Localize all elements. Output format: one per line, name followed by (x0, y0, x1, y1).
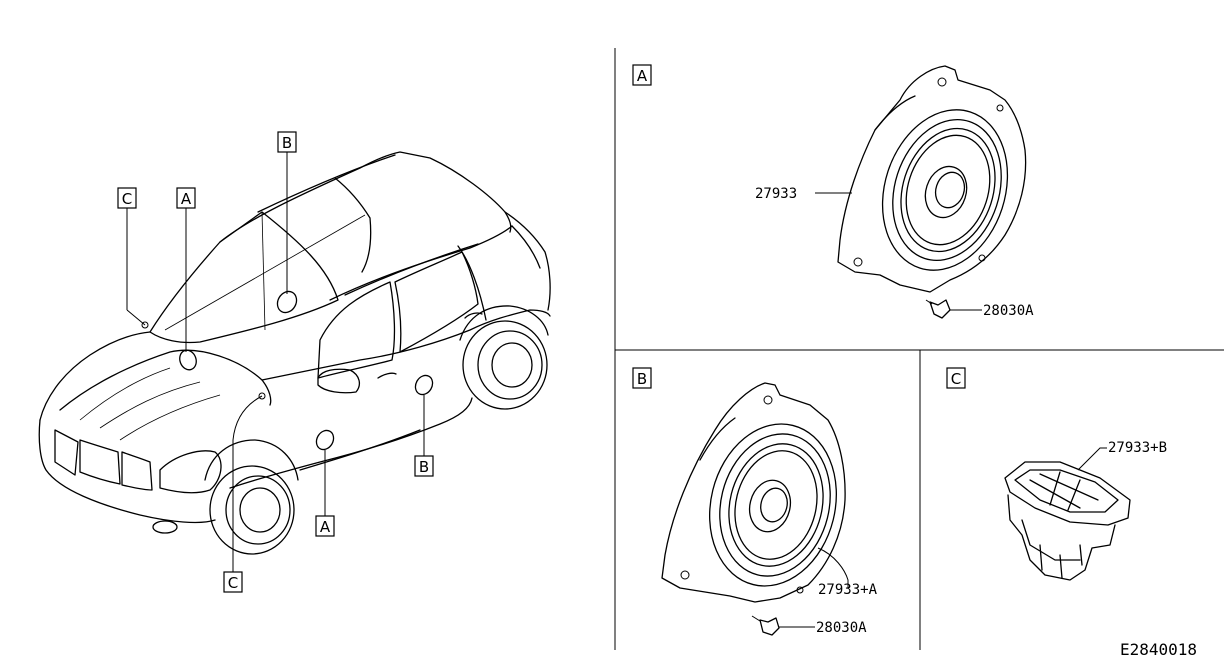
panel-b-tag: B (632, 367, 652, 389)
callout-c-bottom: C (223, 571, 243, 593)
panel-a-part-main: 27933 (755, 186, 797, 202)
svg-text:C: C (951, 370, 961, 388)
panel-a-speaker (837, 65, 1027, 293)
panel-a-screw (925, 299, 951, 319)
panel-a-tag: A (632, 64, 652, 86)
diagram-code: E2840018 (1120, 640, 1197, 659)
panel-c-leader-main (1077, 447, 1107, 471)
callout-b-top: B (277, 131, 297, 153)
callout-b-right: B (414, 455, 434, 477)
panel-c-tweeter (1004, 461, 1131, 581)
panel-b-part-screw: 28030A (816, 620, 867, 636)
svg-text:B: B (637, 370, 647, 388)
callout-a-left: A (176, 187, 196, 209)
svg-text:A: A (320, 518, 331, 536)
panel-a-part-screw: 28030A (983, 303, 1034, 319)
vehicle-illustration (38, 151, 551, 555)
panel-c-part-main: 27933+B (1108, 440, 1167, 456)
panel-dividers (614, 48, 1224, 650)
vehicle-leader-lines (126, 152, 425, 572)
callout-c-left: C (117, 187, 137, 209)
callout-a-bottom: A (315, 515, 335, 537)
panel-b-speaker (661, 382, 846, 603)
svg-text:C: C (228, 574, 238, 592)
panel-b-part-main: 27933+A (818, 582, 878, 598)
svg-text:B: B (419, 458, 429, 476)
svg-text:A: A (181, 190, 192, 208)
panel-b-screw (751, 615, 780, 636)
svg-text:C: C (122, 190, 132, 208)
svg-text:B: B (282, 134, 292, 152)
svg-text:A: A (637, 67, 648, 85)
panel-c-tag: C (946, 367, 966, 389)
panel-b-leader-main (817, 547, 849, 588)
